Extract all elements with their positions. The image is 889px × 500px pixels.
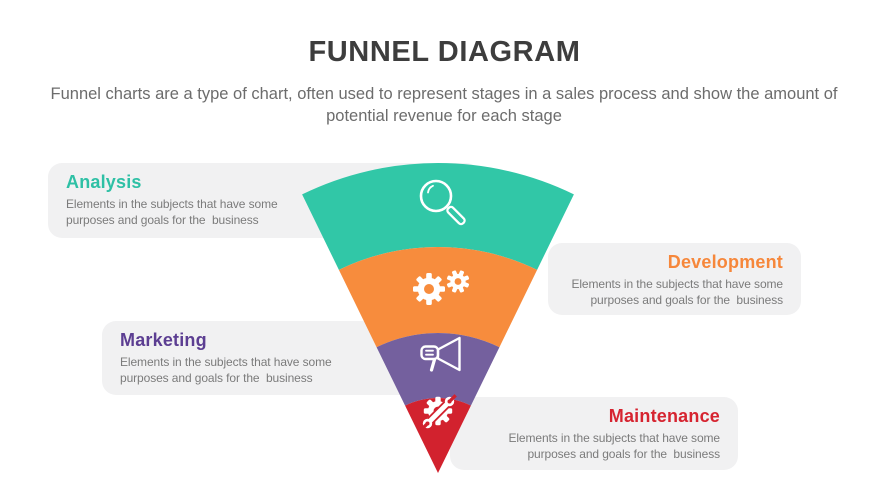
search-icon <box>419 179 466 226</box>
description-line: Elements in the subjects that have some <box>66 197 278 211</box>
page-subtitle: Funnel charts are a type of chart, often… <box>50 85 838 125</box>
description-line: purposes and goals for the business <box>120 371 313 386</box>
page-title: FUNNEL DIAGRAM <box>308 36 581 68</box>
gear-small <box>446 270 470 293</box>
gears-icon <box>413 270 470 305</box>
description-line: purposes and goals for the business <box>66 213 259 228</box>
stage-card-maintenance: Maintenance Elements in the subjects tha… <box>450 397 738 470</box>
stage-label-maintenance: Maintenance <box>608 406 720 426</box>
description-line: Elements in the subjects that have some <box>571 277 783 291</box>
stage-label-marketing: Marketing <box>120 330 207 350</box>
funnel-segment-analysis <box>302 163 574 270</box>
stage-description-analysis: Elements in the subjects that have some … <box>66 196 462 228</box>
funnel-segment-marketing <box>376 333 500 406</box>
stage-label-development: Development <box>667 252 783 272</box>
description-line: Elements in the subjects that have some <box>120 355 332 369</box>
stage-description-maintenance: Elements in the subjects that have some … <box>468 430 720 462</box>
description-line: purposes and goals for the business <box>590 293 783 308</box>
description-line: purposes and goals for the business <box>527 447 720 462</box>
description-line: Elements in the subjects that have some <box>508 431 720 445</box>
stage-card-development: Development Elements in the subjects tha… <box>548 243 801 315</box>
wrench-gear-icon <box>420 394 457 431</box>
stage-label-analysis: Analysis <box>66 172 142 192</box>
stage-description-marketing: Elements in the subjects that have some … <box>120 354 462 386</box>
stage-description-development: Elements in the subjects that have some … <box>566 276 783 308</box>
wrench <box>420 394 457 431</box>
megaphone-icon <box>420 336 461 372</box>
gear-large <box>413 273 445 305</box>
funnel-segment-maintenance <box>405 397 471 473</box>
